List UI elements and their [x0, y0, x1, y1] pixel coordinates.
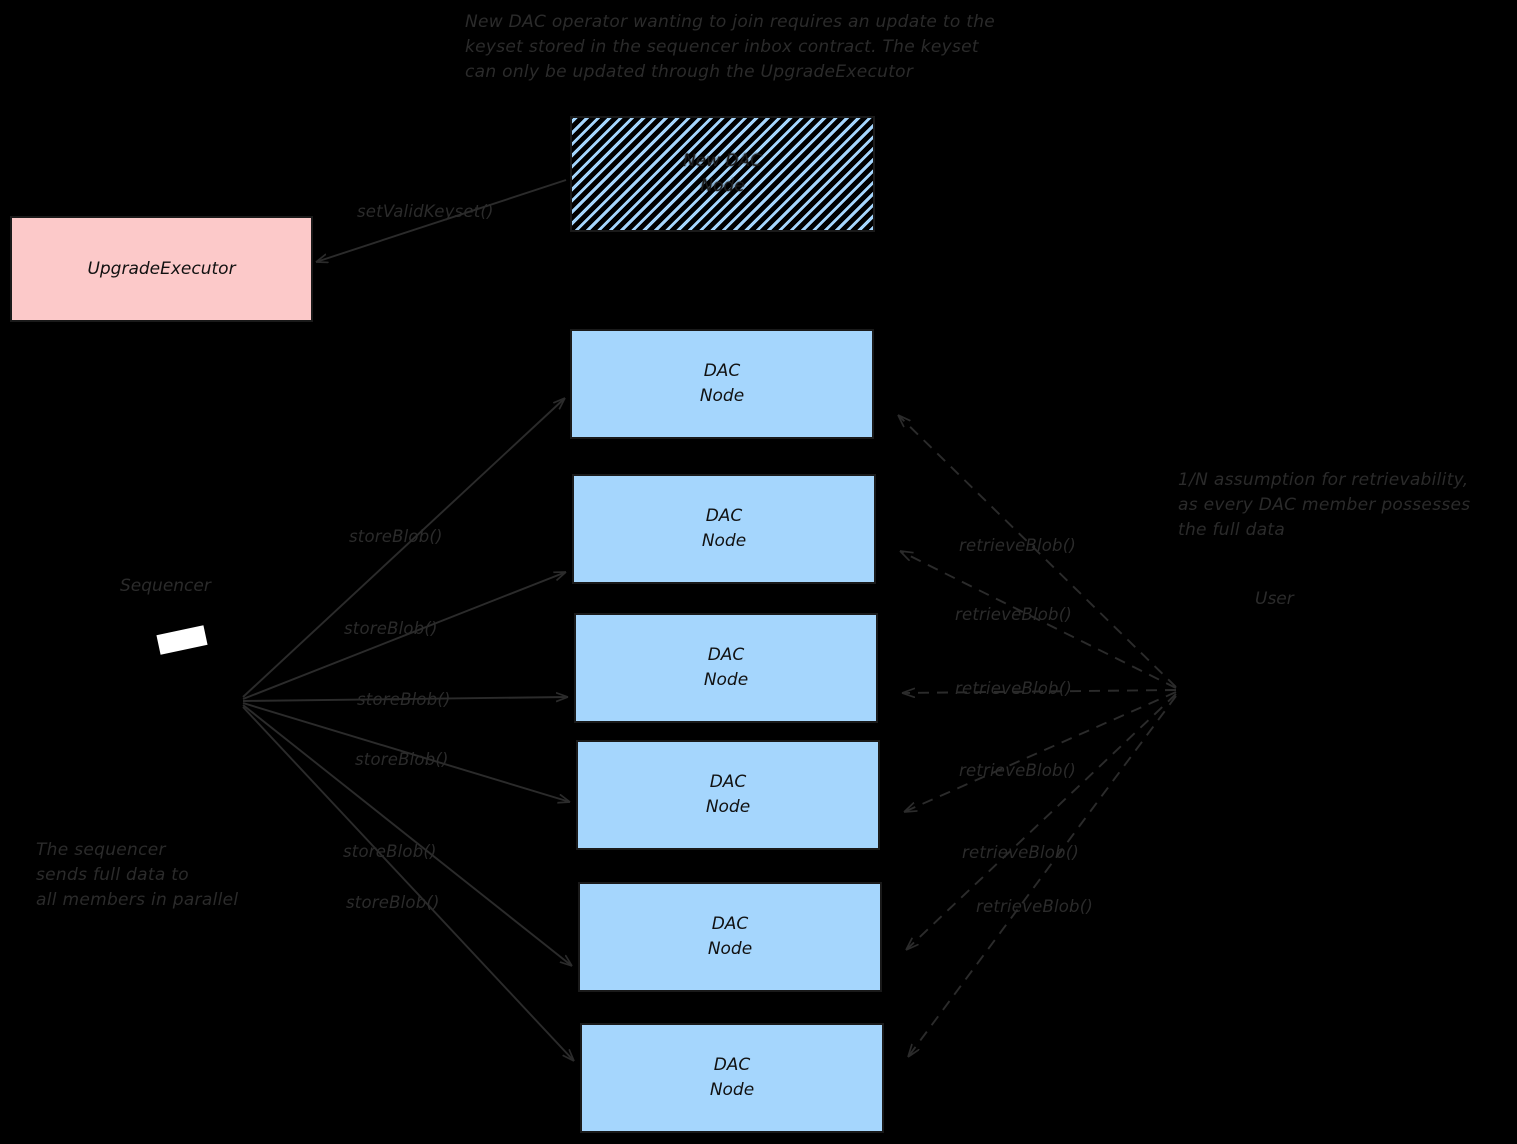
- dac-node-box-4[interactable]: DAC Node: [576, 740, 880, 850]
- top-annotation: New DAC operator wanting to join require…: [465, 12, 996, 82]
- dac-node-box-3[interactable]: DAC Node: [574, 613, 878, 723]
- edge-store-blob-5: [242, 704, 572, 966]
- dac-node-box-1[interactable]: DAC Node: [570, 329, 874, 439]
- dac-node-3-line1: DAC: [707, 645, 745, 665]
- edge-label-store-blob-3: storeBlob(): [357, 690, 451, 709]
- dac-node-2-line1: DAC: [705, 506, 743, 526]
- dac-node-5-line1: DAC: [711, 914, 749, 934]
- edge-label-store-blob-1: storeBlob(): [349, 527, 443, 546]
- upgrade-executor-box[interactable]: UpgradeExecutor: [10, 216, 313, 322]
- new-dac-node-line1: New DAC: [682, 151, 763, 171]
- edge-store-blob-1: [242, 398, 565, 698]
- upgrade-executor-label: UpgradeExecutor: [87, 259, 236, 279]
- sequencer-icon: [156, 625, 208, 655]
- dac-node-4-line1: DAC: [709, 772, 747, 792]
- dac-node-box-5[interactable]: DAC Node: [578, 882, 882, 992]
- edge-retrieve-blob-group: [898, 415, 1177, 1057]
- edge-label-retrieve-blob-2: retrieveBlob(): [955, 605, 1072, 624]
- dac-node-6-line1: DAC: [713, 1055, 751, 1075]
- edge-label-store-blob-6: storeBlob(): [346, 893, 440, 912]
- edge-set-valid-keyset: [316, 179, 567, 262]
- right-annotation: 1/N assumption for retrievability, as ev…: [1178, 470, 1471, 540]
- edge-store-blob-group: [242, 398, 574, 1061]
- edge-label-store-blob-2: storeBlob(): [344, 619, 438, 638]
- edge-label-store-blob-5: storeBlob(): [343, 842, 437, 861]
- dac-node-1-line2: Node: [699, 386, 745, 406]
- dac-node-5-line2: Node: [707, 939, 753, 959]
- edge-label-retrieve-blob-5: retrieveBlob(): [962, 843, 1079, 862]
- sequencer-label: Sequencer: [120, 576, 211, 596]
- dac-node-6-line2: Node: [709, 1080, 755, 1100]
- edge-label-retrieve-blob-3: retrieveBlob(): [955, 679, 1072, 698]
- edge-label-retrieve-blob-1: retrieveBlob(): [959, 536, 1076, 555]
- edge-label-retrieve-blob-4: retrieveBlob(): [959, 761, 1076, 780]
- new-dac-node-box[interactable]: New DAC Node: [570, 116, 875, 232]
- dac-node-box-2[interactable]: DAC Node: [572, 474, 876, 584]
- edge-retrieve-blob-6: [908, 695, 1177, 1057]
- new-dac-node-line2: Node: [700, 176, 745, 196]
- dac-node-3-line2: Node: [703, 670, 749, 690]
- bottom-left-annotation: The sequencer sends full data to all mem…: [36, 840, 239, 910]
- dac-node-1-line1: DAC: [703, 361, 741, 381]
- edge-label-set-valid-keyset: setValidKeyset(): [357, 202, 494, 221]
- edge-label-retrieve-blob-6: retrieveBlob(): [976, 897, 1093, 916]
- edge-retrieve-blob-4: [904, 691, 1177, 813]
- dac-node-4-line2: Node: [705, 797, 751, 817]
- dac-node-box-6[interactable]: DAC Node: [580, 1023, 884, 1133]
- dac-node-2-line2: Node: [701, 531, 747, 551]
- edge-label-store-blob-4: storeBlob(): [355, 750, 449, 769]
- user-label: User: [1255, 589, 1294, 609]
